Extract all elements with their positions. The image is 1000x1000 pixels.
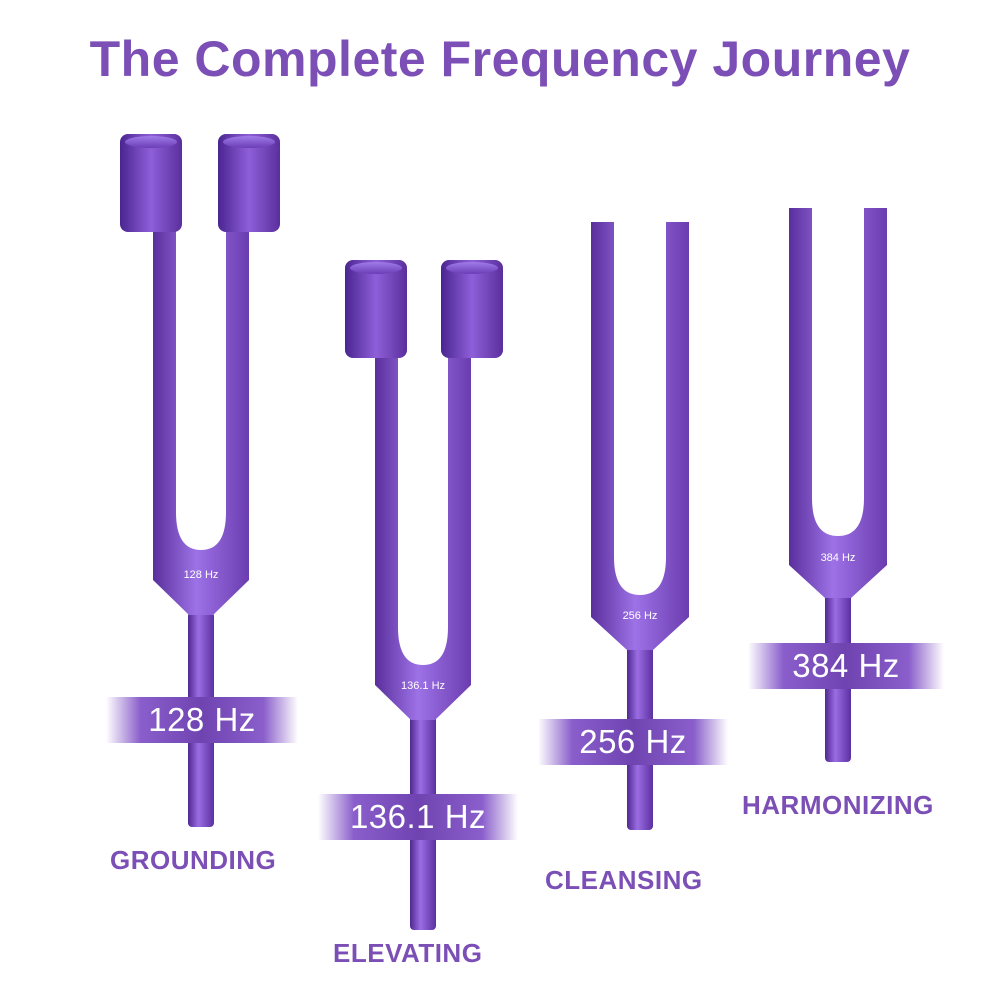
role-label-cleansing: CLEANSING (545, 865, 703, 895)
frequency-band-136: 136.1 Hz (318, 794, 518, 840)
page-title: The Complete Frequency Journey (89, 31, 911, 87)
frequency-label-136: 136.1 Hz (349, 798, 487, 835)
frequency-band-256: 256 Hz (538, 719, 728, 765)
fork-engraving-136: 136.1 Hz (401, 680, 445, 692)
frequency-band-128: 128 Hz (106, 697, 298, 743)
frequency-label-256: 256 Hz (579, 723, 687, 760)
fork-engraving-384: 384 Hz (821, 552, 856, 564)
tuning-fork-136: 136.1 Hz (345, 260, 503, 930)
fork-engraving-128: 128 Hz (184, 569, 219, 581)
tuning-fork-128: 128 Hz (120, 134, 280, 827)
role-label-grounding: GROUNDING (110, 845, 277, 875)
role-label-harmonizing: HARMONIZING (742, 790, 934, 820)
role-label-elevating: ELEVATING (333, 938, 483, 968)
frequency-label-384: 384 Hz (792, 647, 900, 684)
frequency-band-384: 384 Hz (748, 643, 944, 689)
frequency-label-128: 128 Hz (148, 701, 256, 738)
fork-engraving-256: 256 Hz (623, 610, 658, 622)
